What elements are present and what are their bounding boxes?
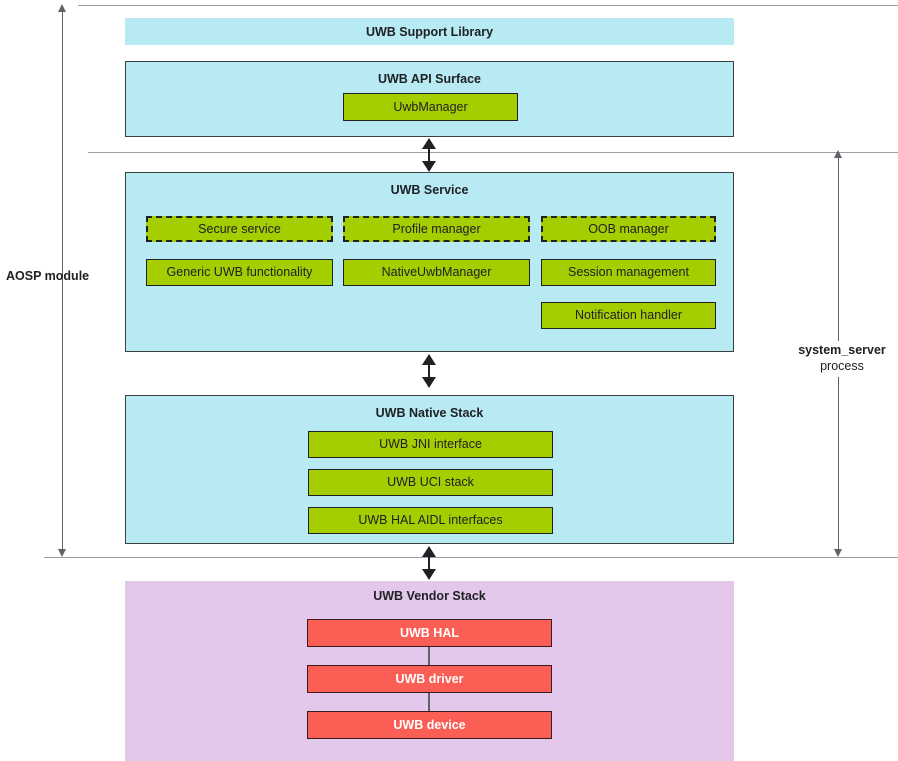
layer-title-uwb-service: UWB Service	[390, 183, 469, 197]
module-secure-service[interactable]: Secure service	[146, 216, 333, 242]
native-vendor-arrow-up-icon	[422, 546, 436, 557]
aosp-bracket-arrow-down-icon	[58, 549, 66, 557]
module-uwb-jni-interface[interactable]: UWB JNI interface	[308, 431, 553, 458]
layer-uwb-api-surface: UWB API Surface UwbManager	[125, 61, 734, 137]
module-session-management[interactable]: Session management	[541, 259, 716, 286]
system-server-label: system_server process	[786, 343, 898, 374]
system-server-process-word: process	[820, 358, 864, 373]
module-uwb-manager[interactable]: UwbManager	[343, 93, 518, 121]
driver-device-connector-line	[428, 693, 430, 717]
module-uwb-hal-aidl-interfaces[interactable]: UWB HAL AIDL interfaces	[308, 507, 553, 534]
system-server-arrow-up-icon	[834, 150, 842, 158]
module-native-uwb-manager[interactable]: NativeUwbManager	[343, 259, 530, 286]
system-server-bracket-line-upper	[838, 156, 839, 341]
module-generic-uwb-functionality[interactable]: Generic UWB functionality	[146, 259, 333, 286]
native-vendor-arrow-line	[428, 556, 430, 570]
layer-title-native-stack: UWB Native Stack	[375, 406, 484, 420]
top-boundary-rule	[78, 5, 898, 6]
layer-uwb-vendor-stack: UWB Vendor Stack UWB HAL UWB driver UWB …	[125, 581, 734, 761]
aosp-module-text: AOSP module	[6, 269, 90, 283]
system-server-name: system_server	[798, 343, 886, 357]
service-native-arrow-down-icon	[422, 377, 436, 388]
layer-title-vendor-stack: UWB Vendor Stack	[373, 589, 486, 603]
service-native-arrow-line	[428, 364, 430, 378]
hal-driver-connector-line	[428, 647, 430, 671]
api-service-arrow-up-icon	[422, 138, 436, 149]
module-uwb-driver[interactable]: UWB driver	[307, 665, 552, 693]
module-uwb-device[interactable]: UWB device	[307, 711, 552, 739]
aosp-module-label: AOSP module	[6, 269, 116, 285]
system-server-arrow-down-icon	[834, 549, 842, 557]
module-notification-handler[interactable]: Notification handler	[541, 302, 716, 329]
system-server-bracket-line-lower	[838, 377, 839, 555]
service-native-arrow-up-icon	[422, 354, 436, 365]
layer-uwb-support-library: UWB Support Library	[125, 18, 734, 45]
module-oob-manager[interactable]: OOB manager	[541, 216, 716, 242]
aosp-bracket-arrow-up-icon	[58, 4, 66, 12]
layer-uwb-native-stack: UWB Native Stack UWB JNI interface UWB U…	[125, 395, 734, 544]
layer-uwb-service: UWB Service Secure service Profile manag…	[125, 172, 734, 352]
layer-title-api-surface: UWB API Surface	[377, 72, 482, 86]
native-vendor-arrow-down-icon	[422, 569, 436, 580]
module-uwb-uci-stack[interactable]: UWB UCI stack	[308, 469, 553, 496]
module-profile-manager[interactable]: Profile manager	[343, 216, 530, 242]
api-service-arrow-line	[428, 148, 430, 162]
aosp-bottom-boundary-rule	[44, 557, 898, 558]
layer-title-support-library: UWB Support Library	[365, 25, 494, 39]
api-service-boundary-rule	[88, 152, 898, 153]
api-service-arrow-down-icon	[422, 161, 436, 172]
aosp-bracket-line	[62, 10, 63, 555]
module-uwb-hal[interactable]: UWB HAL	[307, 619, 552, 647]
